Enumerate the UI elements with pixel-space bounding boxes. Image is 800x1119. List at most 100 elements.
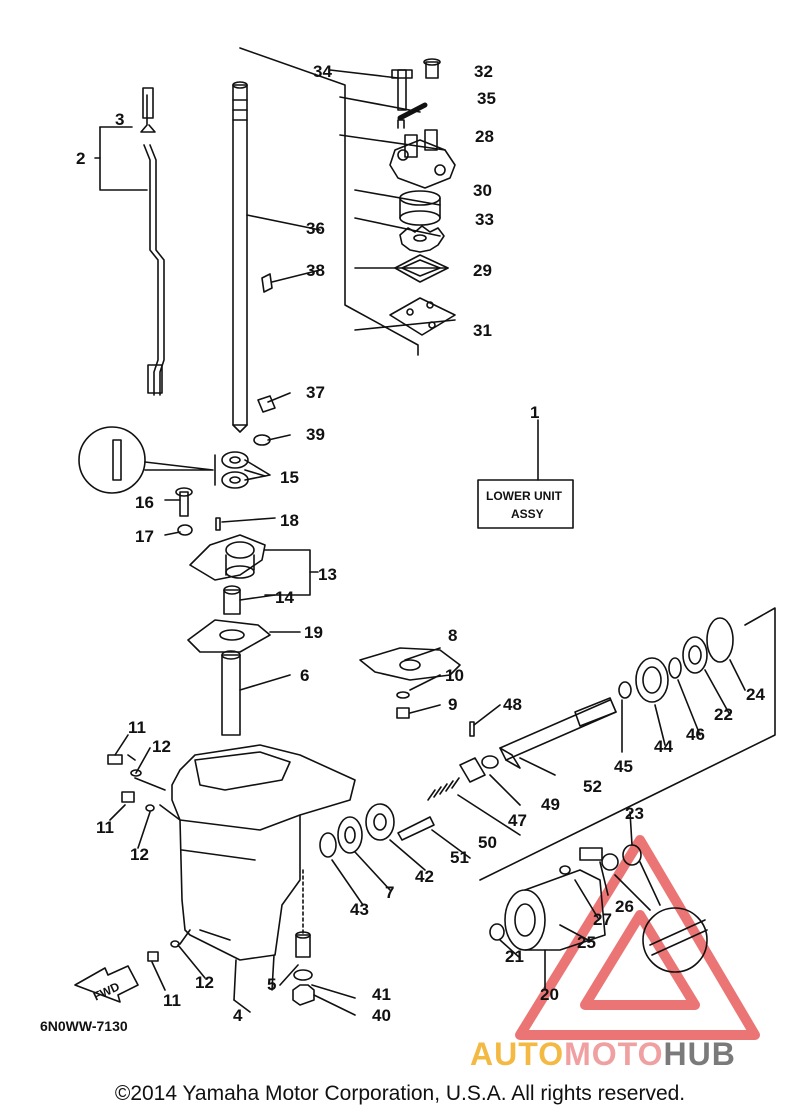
pin-48	[469, 721, 475, 737]
water-tube-6	[221, 654, 241, 736]
bolt-11-c	[147, 951, 159, 962]
watermark-triangle	[515, 835, 760, 1040]
callout-11-a: 11	[128, 718, 146, 737]
propeller-shaft-52	[499, 697, 617, 769]
callout-16: 16	[135, 493, 154, 512]
bracket-2	[99, 126, 148, 191]
callout-10: 10	[445, 666, 464, 685]
impeller-insert-30	[399, 190, 441, 226]
callout-1: 1	[530, 403, 539, 422]
callout-48: 48	[503, 695, 522, 714]
cover-8	[359, 647, 461, 681]
callout-52: 52	[583, 777, 602, 796]
callout-42: 42	[415, 867, 434, 886]
seal-housing-13	[189, 534, 266, 581]
callout-49: 49	[541, 795, 560, 814]
assy-label-line1: LOWER UNIT	[486, 489, 563, 503]
bolt-11-a	[107, 754, 123, 765]
callout-29: 29	[473, 261, 492, 280]
watermark-moto: MOTO	[564, 1036, 664, 1072]
fwd-arrow	[74, 965, 139, 1003]
callout-12-b: 12	[130, 845, 149, 864]
collar-32	[425, 61, 439, 79]
callout-45: 45	[614, 757, 633, 776]
callout-28: 28	[475, 127, 494, 146]
callout-36: 36	[306, 219, 325, 238]
callout-2: 2	[76, 149, 85, 168]
callout-15: 15	[280, 468, 299, 487]
callout-3: 3	[115, 110, 124, 129]
callout-47: 47	[508, 811, 527, 830]
callout-18: 18	[280, 511, 299, 530]
callout-35: 35	[477, 89, 496, 108]
callout-14: 14	[275, 588, 294, 607]
watermark-auto: AUTO	[470, 1036, 565, 1072]
bearing-7	[337, 816, 363, 854]
bushing-14	[223, 589, 241, 615]
callout-40: 40	[372, 1006, 391, 1025]
oil-seals-15	[221, 451, 249, 489]
forward-gear-44	[635, 657, 669, 703]
callout-4: 4	[233, 1006, 243, 1025]
callout-5: 5	[267, 975, 276, 994]
impeller-33	[399, 225, 445, 253]
assy-label-line2: ASSY	[511, 507, 544, 521]
fwd-label: FWD	[91, 979, 122, 1003]
watermark-logo: AUTOMOTOHUB	[470, 1036, 736, 1073]
bolt-11-b	[121, 791, 135, 803]
seal-21	[489, 923, 505, 941]
callout-11-b: 11	[96, 818, 114, 837]
callout-30: 30	[473, 181, 492, 200]
detail-circle-15	[78, 426, 146, 494]
bracket-lines	[239, 47, 419, 356]
callout-12-a: 12	[152, 737, 171, 756]
shim-43	[319, 832, 337, 858]
detail-circle-23	[642, 907, 708, 973]
copyright-notice: ©2014 Yamaha Motor Corporation, U.S.A. A…	[114, 1082, 686, 1105]
callout-27: 27	[593, 910, 612, 929]
nut-40	[292, 984, 315, 1006]
callout-25: 25	[577, 933, 596, 952]
callout-43: 43	[350, 900, 369, 919]
bolt-34	[397, 69, 407, 111]
propeller-housing-25	[504, 869, 606, 951]
diagram-code: 6N0WW-7130	[40, 1018, 128, 1034]
callout-19: 19	[304, 623, 323, 642]
oring-24	[706, 617, 734, 663]
clip-49	[481, 755, 499, 769]
callout-33: 33	[475, 210, 494, 229]
cross-pin-51	[397, 816, 435, 841]
plug-5	[295, 934, 311, 958]
lower-case	[171, 744, 356, 1001]
callout-34: 34	[313, 62, 332, 81]
callout-17: 17	[135, 527, 154, 546]
reverse-gear-42	[365, 803, 395, 841]
callout-38: 38	[306, 261, 325, 280]
callout-31: 31	[473, 321, 492, 340]
washer-45	[618, 681, 632, 699]
shim-46	[668, 657, 682, 679]
callout-32: 32	[474, 62, 493, 81]
callout-22: 22	[714, 705, 733, 724]
callout-26: 26	[615, 897, 634, 916]
bolt-16	[179, 491, 189, 517]
washer-27	[559, 865, 571, 875]
callout-12-c: 12	[195, 973, 214, 992]
callout-6: 6	[300, 666, 309, 685]
key-38	[261, 273, 273, 293]
callout-41: 41	[372, 985, 391, 1004]
washer-41	[293, 969, 313, 981]
shift-rod	[140, 87, 165, 396]
callout-46: 46	[686, 725, 705, 744]
callout-39: 39	[306, 425, 325, 444]
watermark-hub: HUB	[663, 1036, 736, 1072]
bolt-26	[579, 847, 603, 861]
callout-23: 23	[625, 804, 644, 823]
callout-11-c: 11	[163, 991, 181, 1010]
drive-shaft	[232, 81, 248, 433]
callout-labels: 1 2 3 4 5 6 7 8 9 10 11 11 11 12 12 12 1…	[76, 62, 765, 1025]
plate-31	[389, 297, 456, 336]
callout-9: 9	[448, 695, 457, 714]
spring-50	[427, 777, 460, 801]
